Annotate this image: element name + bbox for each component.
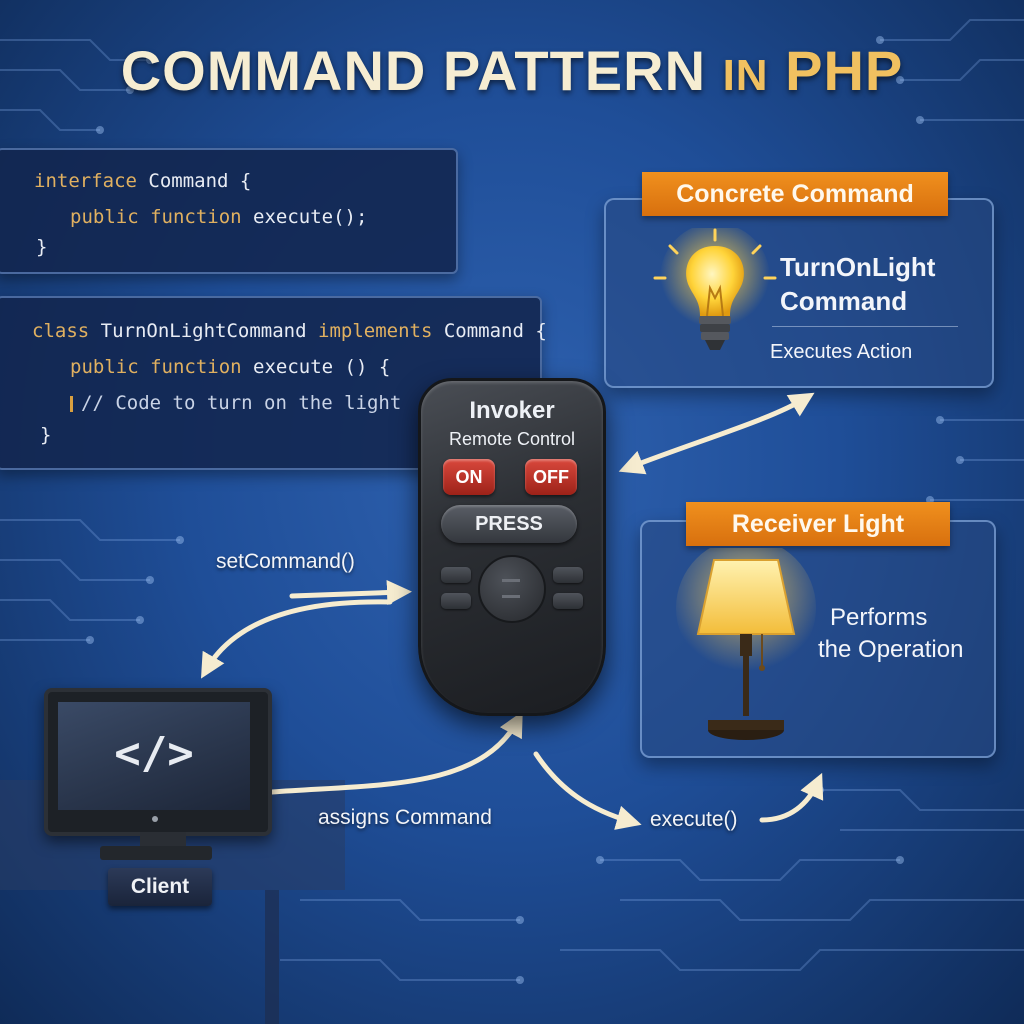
concrete-command-tag: Concrete Command [642,172,948,216]
code-keyword: class [32,320,90,342]
code-line: } [36,236,48,258]
off-button[interactable]: OFF [525,459,577,495]
comment-marker [70,395,73,412]
invoker-title: Invoker [469,397,555,424]
code-line: } [40,424,52,446]
code-class-name: TurnOnLightCommand [100,320,307,342]
remote-small-button[interactable] [553,593,583,609]
invoker-subtitle: Remote Control [448,429,576,449]
light-bulb-icon [653,228,777,350]
arrow-assigns-command [269,711,523,795]
code-keyword: public function [70,206,242,228]
power-led [152,816,158,822]
title-php: PHP [785,39,904,102]
client-screen: </> [58,702,250,810]
monitor-base [100,846,212,860]
code-comment-text: // Code to turn on the light [81,392,402,414]
remote-dpad[interactable] [478,555,546,623]
remote-small-button[interactable] [441,567,471,583]
lamp-icon [676,548,816,740]
code-keyword: interface [34,170,137,192]
code-text: Command { [148,170,252,192]
client-monitor: </> [44,688,272,836]
receiver-line2: the Operation [818,636,964,663]
concrete-command-caption: Executes Action [770,341,913,363]
page-title: COMMAND PATTERN IN PHP [0,38,1024,103]
divider [772,326,958,327]
remote-small-button[interactable] [441,593,471,609]
on-button[interactable]: ON [443,459,495,495]
title-in: IN [722,51,769,100]
code-text: execute(); [253,206,368,228]
title-main: COMMAND PATTERN [120,39,707,102]
receiver-line1: Performs [830,604,928,631]
interface-code-panel: interface Command { public function exec… [0,148,458,274]
set-command-label: setCommand() [216,550,355,573]
code-keyword: public function [70,356,242,378]
code-keyword: implements [318,320,433,342]
code-text: Command { [443,320,547,342]
code-line: class TurnOnLightCommand implements Comm… [32,320,547,342]
monitor-stand [140,832,186,846]
code-line: public function execute () { [70,356,390,378]
code-line: public function execute(); [70,206,367,228]
arrow-to-execute [533,751,642,830]
execute-label: execute() [650,808,738,831]
concrete-command-name-line1: TurnOnLight [780,252,936,282]
receiver-tag: Receiver Light [686,502,950,546]
press-button[interactable]: PRESS [441,505,577,543]
invoker-remote-control[interactable]: Invoker Remote Control ON OFF PRESS [418,378,606,716]
code-line: interface Command { [34,170,251,192]
concrete-command-name-line2: Command [780,286,908,316]
remote-small-button[interactable] [553,567,583,583]
code-brackets-icon: </> [114,728,194,779]
code-text: execute () { [253,356,391,378]
client-label: Client [108,868,212,906]
code-comment: // Code to turn on the light [70,392,401,414]
arrow-concrete-invoker [618,392,815,475]
arrow-to-client [200,599,393,679]
assigns-command-label: assigns Command [318,806,492,829]
arrow-execute-receiver [759,772,824,823]
arrow-set-command [289,580,412,606]
